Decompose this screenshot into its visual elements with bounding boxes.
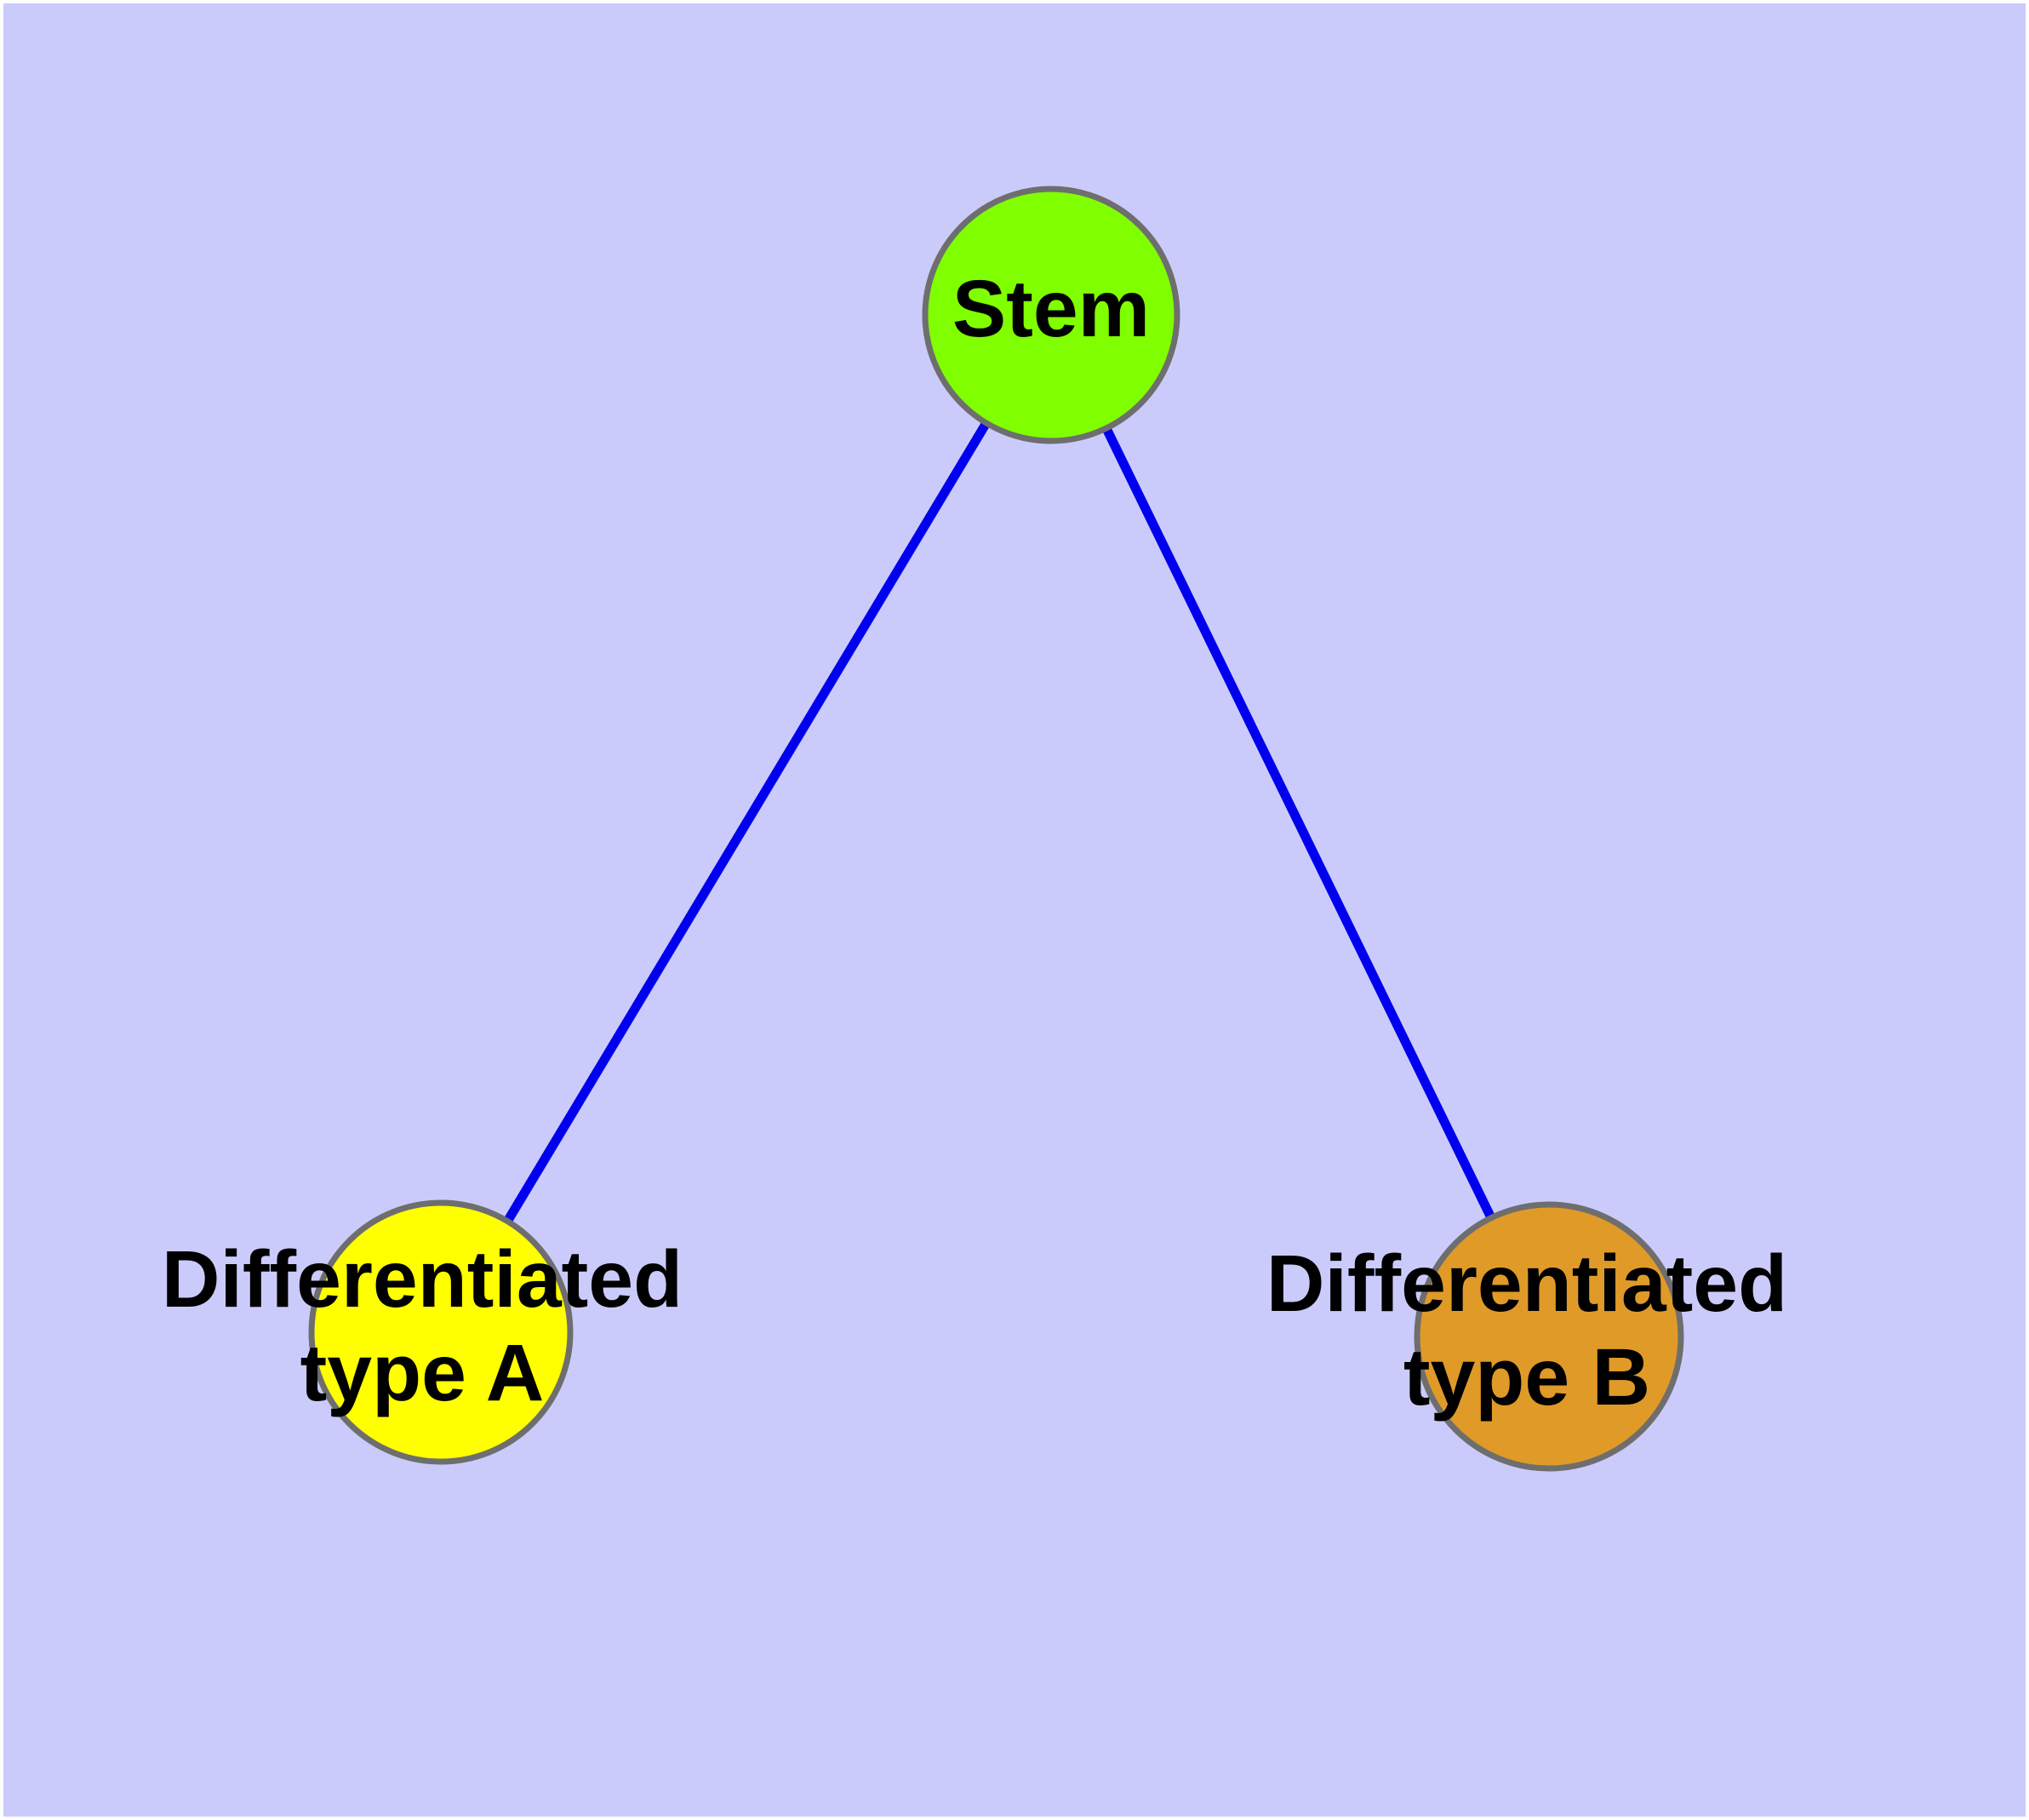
node-label-line: Differentiated — [162, 1234, 683, 1325]
edge-stem-to-diff-a[interactable] — [437, 312, 1055, 1335]
node-stem[interactable] — [922, 186, 1180, 444]
edge-stem-to-diff-b[interactable] — [1047, 312, 1553, 1339]
node-diff-b[interactable] — [1414, 1201, 1684, 1472]
node-diff-a[interactable] — [308, 1199, 574, 1465]
node-label-line: type B — [1403, 1332, 1650, 1422]
node-label-line: type A — [300, 1328, 545, 1418]
node-label-line: Differentiated — [1266, 1239, 1787, 1329]
nodes-layer — [308, 186, 1684, 1472]
node-label-stem: Stem — [952, 264, 1150, 354]
edges-layer — [437, 312, 1553, 1339]
node-label-line: Stem — [952, 264, 1150, 354]
